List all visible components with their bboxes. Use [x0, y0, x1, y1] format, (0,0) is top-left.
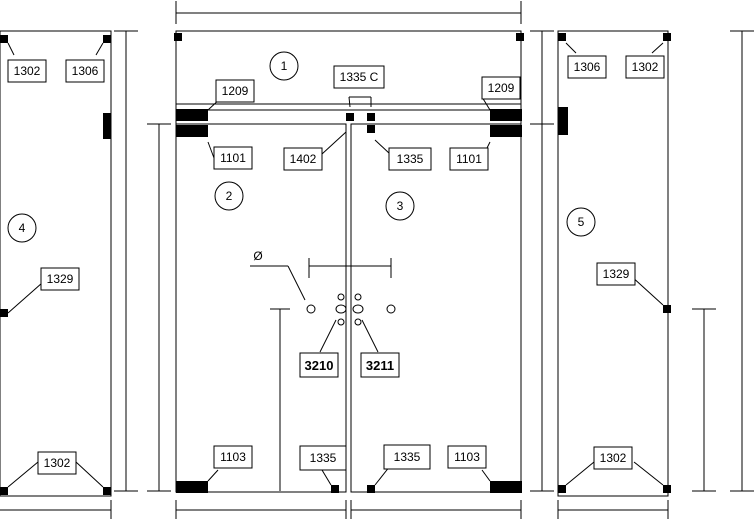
svg-text:1101: 1101: [456, 152, 482, 166]
panel-number-label: 5: [578, 215, 585, 229]
fitting-label: 1402: [283, 147, 323, 171]
panel-number-label: 1: [281, 59, 288, 73]
fitting-label: 1329: [596, 262, 636, 286]
svg-text:1302: 1302: [14, 64, 41, 78]
svg-text:1306: 1306: [574, 60, 601, 74]
svg-text:3211: 3211: [366, 358, 394, 373]
diameter-symbol: Ø: [253, 249, 262, 263]
panel-number-label: 3: [397, 199, 404, 213]
panel-number-label: 4: [19, 221, 26, 235]
door-right-outline: [350, 123, 522, 493]
top-panel-outline: [175, 30, 522, 105]
panel-number-4: 4: [7, 213, 37, 243]
handle-label-left: 3210: [299, 352, 339, 378]
fitting-label: 1209: [215, 79, 255, 103]
panel-number-5: 5: [566, 207, 596, 237]
fitting-label: 1335: [383, 444, 431, 470]
side-panel-right-outline: [557, 30, 669, 497]
fitting-label: 1103: [447, 445, 487, 469]
svg-text:1306: 1306: [72, 64, 99, 78]
svg-text:1302: 1302: [44, 456, 71, 470]
svg-text:1103: 1103: [454, 450, 480, 464]
svg-text:1103: 1103: [220, 450, 246, 464]
door-left-outline: [175, 123, 347, 493]
fitting-blocks: [0, 33, 671, 495]
side-panel-left-outline: [0, 30, 112, 497]
fitting-label: 1103: [213, 445, 253, 469]
fitting-label: 1101: [449, 147, 489, 171]
handle-label-right: 3211: [360, 352, 400, 378]
fitting-label: 1302: [37, 451, 77, 475]
handle-holes: [306, 293, 396, 326]
svg-text:1335: 1335: [394, 450, 421, 464]
panel-number-1: 1: [269, 51, 299, 81]
fitting-label: 1335: [299, 445, 347, 471]
svg-text:1209: 1209: [222, 84, 249, 98]
svg-text:1335: 1335: [397, 152, 424, 166]
svg-text:1329: 1329: [47, 272, 74, 286]
svg-text:1335: 1335: [310, 451, 337, 465]
fitting-label: 1101: [213, 146, 253, 170]
leader-lines: [7, 42, 664, 488]
panel-number-2: 2: [214, 181, 244, 211]
svg-text:3210: 3210: [305, 358, 334, 373]
svg-text:1335 C: 1335 C: [340, 70, 379, 84]
svg-text:1302: 1302: [632, 60, 659, 74]
fitting-label: 1306: [567, 55, 607, 79]
fitting-label: 1335: [388, 147, 432, 171]
fitting-label: 1329: [40, 267, 80, 291]
svg-text:1329: 1329: [603, 267, 630, 281]
svg-text:1101: 1101: [220, 151, 246, 165]
fitting-label: 1302: [625, 55, 665, 79]
fitting-label: 1302: [593, 446, 633, 470]
panel-number-label: 2: [226, 189, 233, 203]
svg-text:1402: 1402: [290, 152, 317, 166]
fitting-label: 1335 C: [333, 65, 385, 89]
fitting-label: 1306: [65, 59, 105, 83]
svg-text:1209: 1209: [488, 81, 515, 95]
panel-number-3: 3: [385, 191, 415, 221]
fitting-label: 1209: [481, 76, 521, 100]
fitting-label: 1302: [7, 59, 47, 83]
panel-outlines: [0, 30, 669, 497]
svg-text:1302: 1302: [600, 451, 627, 465]
